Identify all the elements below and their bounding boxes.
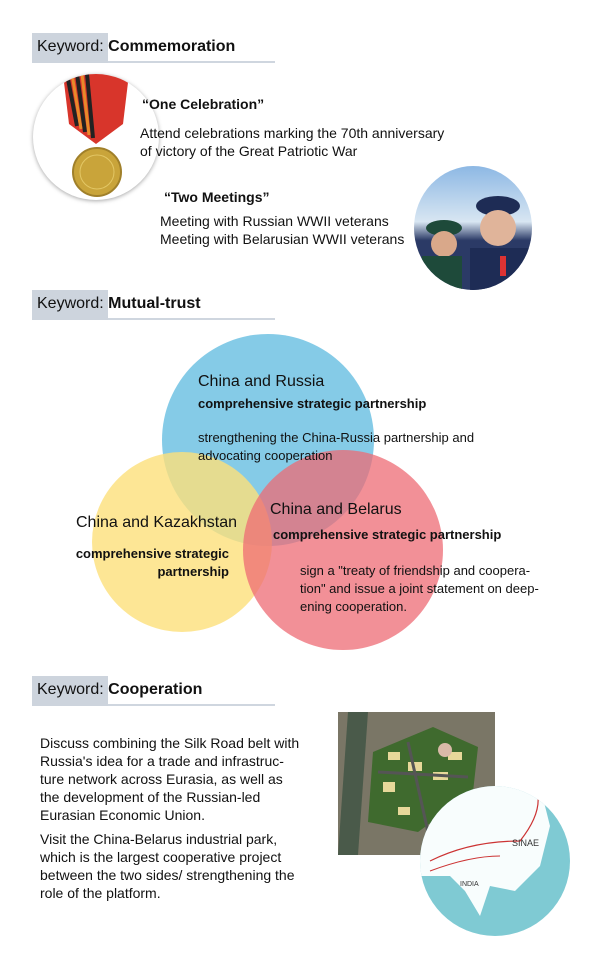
text-line: Eurasian Economic Union. [40, 807, 205, 823]
medal-image [33, 74, 159, 200]
keyword-title: Cooperation [108, 681, 203, 698]
text-line: of victory of the Great Patriotic War [140, 143, 358, 159]
venn-belarus-title: China and Belarus [270, 501, 402, 518]
text-line: Discuss combining the Silk Road belt wit… [40, 735, 300, 751]
text-line: which is the largest cooperative project [40, 849, 282, 865]
two-meetings-text: Meeting with Russian WWII veterans Meeti… [160, 212, 404, 248]
one-celebration-text: Attend celebrations marking the 70th ann… [140, 124, 444, 160]
text-line: tion" and issue a joint statement on dee… [300, 581, 539, 596]
text-line: the development of the Russian-led [40, 789, 261, 805]
keyword-separator: : [99, 295, 104, 312]
venn-belarus-sub: comprehensive strategic partnership [273, 527, 502, 542]
text-line: strengthening the China-Russia partnersh… [198, 430, 475, 445]
venn-circle-belarus [243, 450, 443, 650]
text-line: advocating cooperation [198, 448, 333, 463]
text-line: comprehensive strategic [75, 546, 229, 561]
text-line: partnership [157, 564, 229, 579]
keyword-title: Commemoration [108, 38, 236, 55]
silk-road-map: SINAE INDIA [420, 786, 570, 936]
venn-russia-title: China and Russia [198, 373, 325, 390]
text-line: ening cooperation. [300, 599, 407, 614]
venn-russia-sub: comprehensive strategic partnership [198, 396, 427, 411]
industrial-park-aerial-image [338, 712, 495, 855]
map-label: INDIA [460, 881, 479, 888]
venn-circle-kazakhstan [92, 452, 272, 632]
keyword-separator: : [99, 38, 104, 55]
text-line: role of the platform. [40, 885, 161, 901]
text-line: Russia's idea for a trade and infrastruc… [40, 753, 284, 769]
text-line: ture network across Eurasia, as well as [40, 771, 283, 787]
keyword-header-commemoration: Keyword: Commemoration [32, 33, 275, 63]
venn-kazakhstan-sub: comprehensive strategic partnership [40, 545, 229, 581]
keyword-header-mutual-trust: Keyword: Mutual-trust [32, 290, 275, 320]
cooperation-para-2: Visit the China-Belarus industrial park,… [40, 830, 295, 902]
venn-diagram [92, 334, 443, 650]
two-meetings-title: “Two Meetings” [164, 189, 270, 205]
keyword-label: Keyword [37, 681, 100, 698]
keyword-separator: : [99, 681, 104, 698]
keyword-header-cooperation: Keyword: Cooperation [32, 676, 275, 706]
text-line: Visit the China-Belarus industrial park, [40, 831, 278, 847]
text-line: Attend celebrations marking the 70th ann… [140, 125, 445, 141]
text-line: Meeting with Russian WWII veterans [160, 213, 389, 229]
keyword-label: Keyword [37, 295, 100, 312]
text-line: sign a "treaty of friendship and coopera… [300, 563, 531, 578]
map-label: SINAE [512, 838, 539, 848]
cooperation-para-1: Discuss combining the Silk Road belt wit… [40, 734, 299, 824]
keyword-title: Mutual-trust [108, 295, 201, 312]
keyword-label: Keyword [37, 38, 100, 55]
one-celebration-title: “One Celebration” [142, 96, 265, 112]
veterans-photo [414, 166, 532, 290]
venn-belarus-text: sign a "treaty of friendship and coopera… [300, 562, 539, 616]
venn-kazakhstan-title: China and Kazakhstan [76, 514, 237, 531]
text-line: Meeting with Belarusian WWII veterans [160, 231, 405, 247]
venn-russia-text: strengthening the China-Russia partnersh… [198, 429, 474, 465]
text-line: between the two sides/ strengthening the [40, 867, 295, 883]
